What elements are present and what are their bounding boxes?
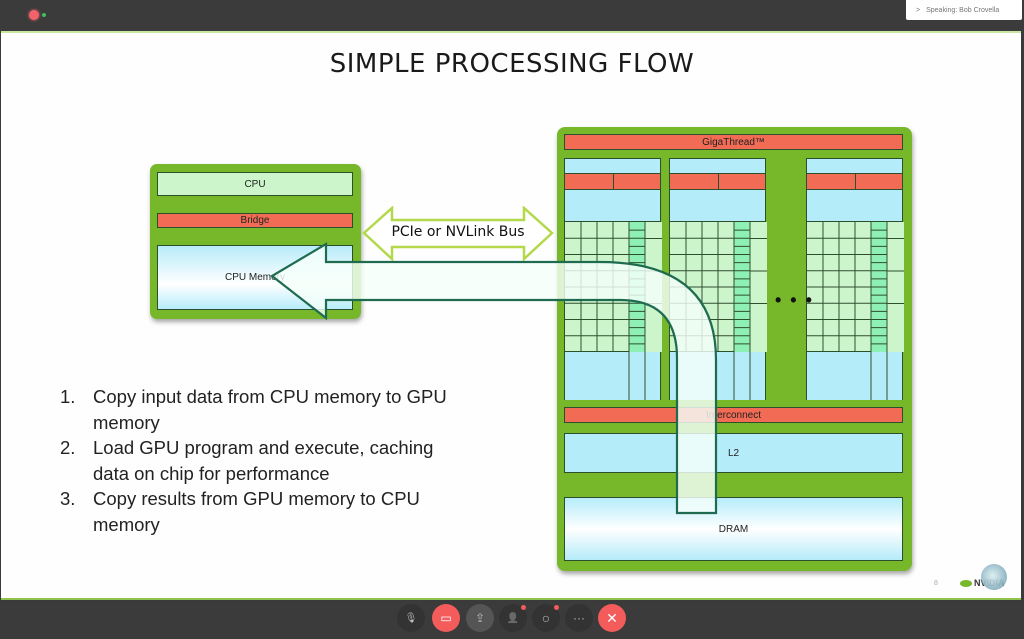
step-text: Copy input data from CPU memory to GPU m… <box>93 386 447 433</box>
chevron-right-icon[interactable]: > <box>916 6 921 14</box>
share-icon: ⇪ <box>474 611 486 625</box>
streaming-multiprocessor-2 <box>669 158 767 400</box>
bridge-block: Bridge <box>157 213 353 228</box>
more-options-button[interactable]: ··· <box>565 604 593 632</box>
chat-button[interactable]: ○ <box>532 604 560 632</box>
l2-cache-block: L2 <box>564 433 903 473</box>
steps-list: 1. Copy input data from CPU memory to GP… <box>60 384 530 537</box>
microphone-icon: 🎙 <box>404 612 418 624</box>
slide-title: SIMPLE PROCESSING FLOW <box>329 49 695 79</box>
dram-block: DRAM <box>564 497 903 561</box>
step-number: 2. <box>60 437 76 458</box>
streaming-multiprocessor-3 <box>806 158 904 400</box>
cpu-diagram-box: CPU Bridge CPU Memory <box>150 164 361 319</box>
slide-page-number: 8 <box>934 580 938 587</box>
cpu-block: CPU <box>157 172 353 196</box>
leave-meeting-button[interactable]: ✕ <box>598 604 626 632</box>
share-screen-button[interactable]: ⇪ <box>466 604 494 632</box>
recording-indicator-icon <box>29 10 39 20</box>
more-sms-ellipsis: • • • <box>775 290 814 310</box>
nvidia-eye-icon <box>960 579 972 587</box>
step-number: 1. <box>60 386 76 407</box>
stop-video-button[interactable]: ▭ <box>432 604 460 632</box>
step-text: Copy results from GPU memory to CPU memo… <box>93 488 420 535</box>
speaking-label: Speaking: Bob Crovella <box>926 6 1000 14</box>
presenter-avatar[interactable] <box>981 564 1007 590</box>
step-item: 3. Copy results from GPU memory to CPU m… <box>60 486 530 537</box>
streaming-multiprocessor-1 <box>564 158 662 400</box>
sm-core-grid <box>670 222 767 400</box>
cpu-memory-block: CPU Memory <box>157 245 353 310</box>
notification-badge <box>521 605 526 610</box>
mute-microphone-button[interactable]: 🎙 <box>397 604 425 632</box>
step-text: Load GPU program and execute, caching da… <box>93 437 434 484</box>
close-icon: ✕ <box>606 609 618 626</box>
more-horizontal-icon: ··· <box>573 611 585 625</box>
sm-core-grid <box>807 222 904 400</box>
meeting-top-bar: > Speaking: Bob Crovella <box>0 0 1024 31</box>
step-number: 3. <box>60 488 76 509</box>
video-off-icon: ▭ <box>440 611 452 625</box>
sm-core-grid <box>565 222 662 400</box>
gpu-diagram-box: GigaThread™ Interconnect L2 DRAM <box>557 127 912 571</box>
interconnect-block: Interconnect <box>564 407 903 423</box>
bus-label: PCIe or NVLink Bus <box>391 224 525 240</box>
connection-status-icon <box>42 13 46 17</box>
active-speaker-panel[interactable]: > Speaking: Bob Crovella <box>906 0 1022 20</box>
participants-button[interactable]: 👤 <box>499 604 527 632</box>
participants-icon: 👤 <box>506 612 520 624</box>
step-item: 1. Copy input data from CPU memory to GP… <box>60 384 530 435</box>
step-item: 2. Load GPU program and execute, caching… <box>60 435 530 486</box>
notification-badge <box>554 605 559 610</box>
gigathread-block: GigaThread™ <box>564 134 903 150</box>
chat-bubble-icon: ○ <box>541 610 551 626</box>
